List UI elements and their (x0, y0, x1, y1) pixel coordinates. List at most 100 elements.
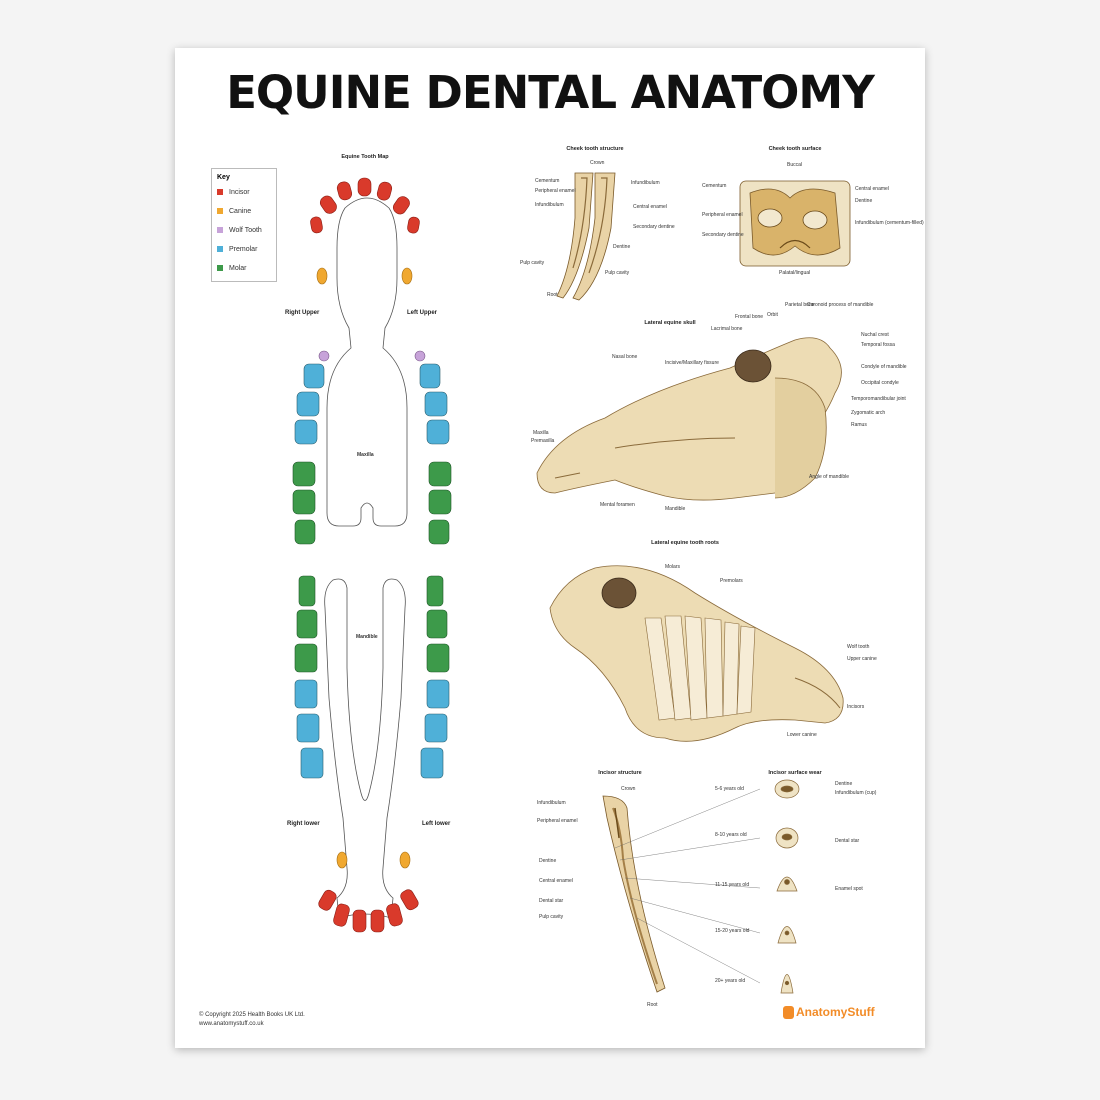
iw-feature-label: Dentine (835, 781, 853, 787)
copyright-notice: © Copyright 2025 Health Books UK Ltd. ww… (199, 1011, 305, 1029)
lateral-skull-title: Lateral equine skull (644, 320, 696, 326)
cs-label: Infundibulum (631, 180, 660, 186)
csf-label: Central enamel (855, 186, 889, 192)
iw-feature-label: Enamel spot (835, 886, 863, 892)
lower-right-canine (336, 851, 348, 869)
upper-incisors (310, 177, 420, 234)
tr-label: Molars (665, 564, 681, 570)
is-label: Infundibulum (537, 800, 566, 806)
ls-label: Angle of mandible (809, 474, 850, 480)
poster: EQUINE DENTAL ANATOMY Key Incisor Canine… (175, 48, 925, 1048)
ls-label: Ramus (851, 422, 867, 428)
tr-label: Premolars (720, 578, 743, 584)
cs-label: Pulp cavity (605, 270, 630, 276)
brand-logo: AnatomyStuff (783, 1005, 875, 1019)
left-lower-label: Left lower (422, 821, 451, 827)
key-title: Key (217, 174, 230, 181)
upper-left-canine (401, 267, 413, 285)
ls-label: Zygomatic arch (851, 410, 886, 416)
csf-label: Peripheral enamel (702, 212, 743, 218)
ls-label: Frontal bone (735, 314, 764, 320)
ls-label: Occipital condyle (861, 380, 899, 386)
iw-feature-label: Dental star (835, 838, 860, 844)
iw-age-label: 8-10 years old (715, 832, 747, 838)
ls-label: Temporal fossa (861, 342, 895, 348)
csf-label: Buccal (787, 162, 803, 168)
canine-swatch (217, 208, 223, 214)
cs-label: Crown (590, 160, 605, 166)
upper-right-wolf-tooth (318, 350, 330, 362)
copyright-text: © Copyright 2025 Health Books UK Ltd. (199, 1012, 305, 1018)
wolf-tooth-swatch (217, 227, 223, 233)
is-label: Dental star (539, 898, 564, 904)
poster-title: EQUINE DENTAL ANATOMY (226, 66, 875, 119)
iw-age-label: 11-15 years old (715, 882, 750, 888)
left-upper-label: Left Upper (407, 310, 437, 316)
ls-label: Mandible (665, 506, 686, 512)
ls-label: Temporomandibular joint (851, 396, 906, 402)
upper-left-cheek-teeth (419, 363, 452, 545)
ls-label: Coronoid process of mandible (807, 302, 874, 308)
csf-label: Cementum (702, 183, 727, 189)
is-label: Pulp cavity (539, 914, 564, 920)
lower-right-cheek-teeth (294, 575, 324, 779)
cheek-surface-title: Cheek tooth surface (768, 146, 822, 152)
maxilla-label: Maxilla (357, 452, 374, 458)
is-label: Peripheral enamel (537, 818, 578, 824)
lower-incisors (318, 889, 419, 933)
key-item-premolar: Premolar (217, 244, 257, 254)
ls-label: Orbit (767, 312, 778, 318)
iw-age-label: 20+ years old (715, 978, 746, 984)
key-item-incisor: Incisor (217, 187, 250, 197)
csf-label: Palatal/lingual (779, 270, 811, 276)
maxilla-outline (326, 197, 408, 527)
key-item-canine: Canine (217, 206, 251, 216)
cs-label: Pulp cavity (520, 260, 545, 266)
mandible-outline (324, 578, 406, 919)
brand-name: AnatomyStuff (796, 1005, 875, 1019)
cheek-tooth-structure-illustration (556, 172, 616, 301)
tr-label: Wolf tooth (847, 644, 870, 650)
ls-label: Mental foramen (600, 502, 635, 508)
upper-right-cheek-teeth (292, 363, 325, 545)
csf-label: Secondary dentine (702, 232, 744, 238)
cs-label: Central enamel (633, 204, 667, 210)
key-item-wolf-tooth: Wolf Tooth (217, 225, 262, 235)
cs-label: Secondary dentine (633, 224, 675, 230)
legend-key: Key Incisor Canine Wolf Tooth Premolar M… (211, 168, 277, 282)
website-text: www.anatomystuff.co.uk (199, 1021, 264, 1027)
key-item-molar: Molar (217, 263, 247, 273)
incisor-swatch (217, 189, 223, 195)
cs-label: Infundibulum (535, 202, 564, 208)
cs-label: Root (547, 292, 558, 298)
is-label: Central enamel (539, 878, 573, 884)
iw-age-label: 15-20 years old (715, 928, 750, 934)
cheek-structure-title: Cheek tooth structure (566, 146, 624, 152)
cs-label: Dentine (613, 244, 631, 250)
premolar-swatch (217, 246, 223, 252)
incisor-wear-title: Incisor surface wear (768, 770, 822, 776)
iw-feature-label: Infundibulum (cup) (835, 790, 877, 796)
molar-swatch (217, 265, 223, 271)
lower-left-cheek-teeth (420, 575, 450, 779)
is-label: Dentine (539, 858, 557, 864)
ls-label: Nuchal crest (861, 332, 889, 338)
tr-label: Incisors (847, 704, 865, 710)
incisor-structure-illustration (602, 795, 666, 993)
ls-label: Premaxilla (531, 438, 555, 444)
ls-label: Parietal bone (785, 302, 815, 308)
upper-left-wolf-tooth (414, 350, 426, 362)
tooth-roots-illustration (549, 565, 844, 742)
lateral-skull-illustration (536, 337, 842, 501)
ls-label: Nasal bone (612, 354, 638, 360)
incisor-structure-title: Incisor structure (598, 770, 642, 776)
is-label: Crown (621, 786, 636, 792)
brand-icon (783, 1005, 794, 1019)
cs-label: Cementum (535, 178, 560, 184)
leader-lines (614, 788, 761, 984)
csf-label: Infundibulum (cementum-filled) (855, 220, 924, 226)
tr-label: Lower canine (787, 732, 817, 738)
is-label: Root (647, 1002, 658, 1008)
cs-label: Peripheral enamel (535, 188, 576, 194)
ls-label: Maxilla (533, 430, 549, 436)
